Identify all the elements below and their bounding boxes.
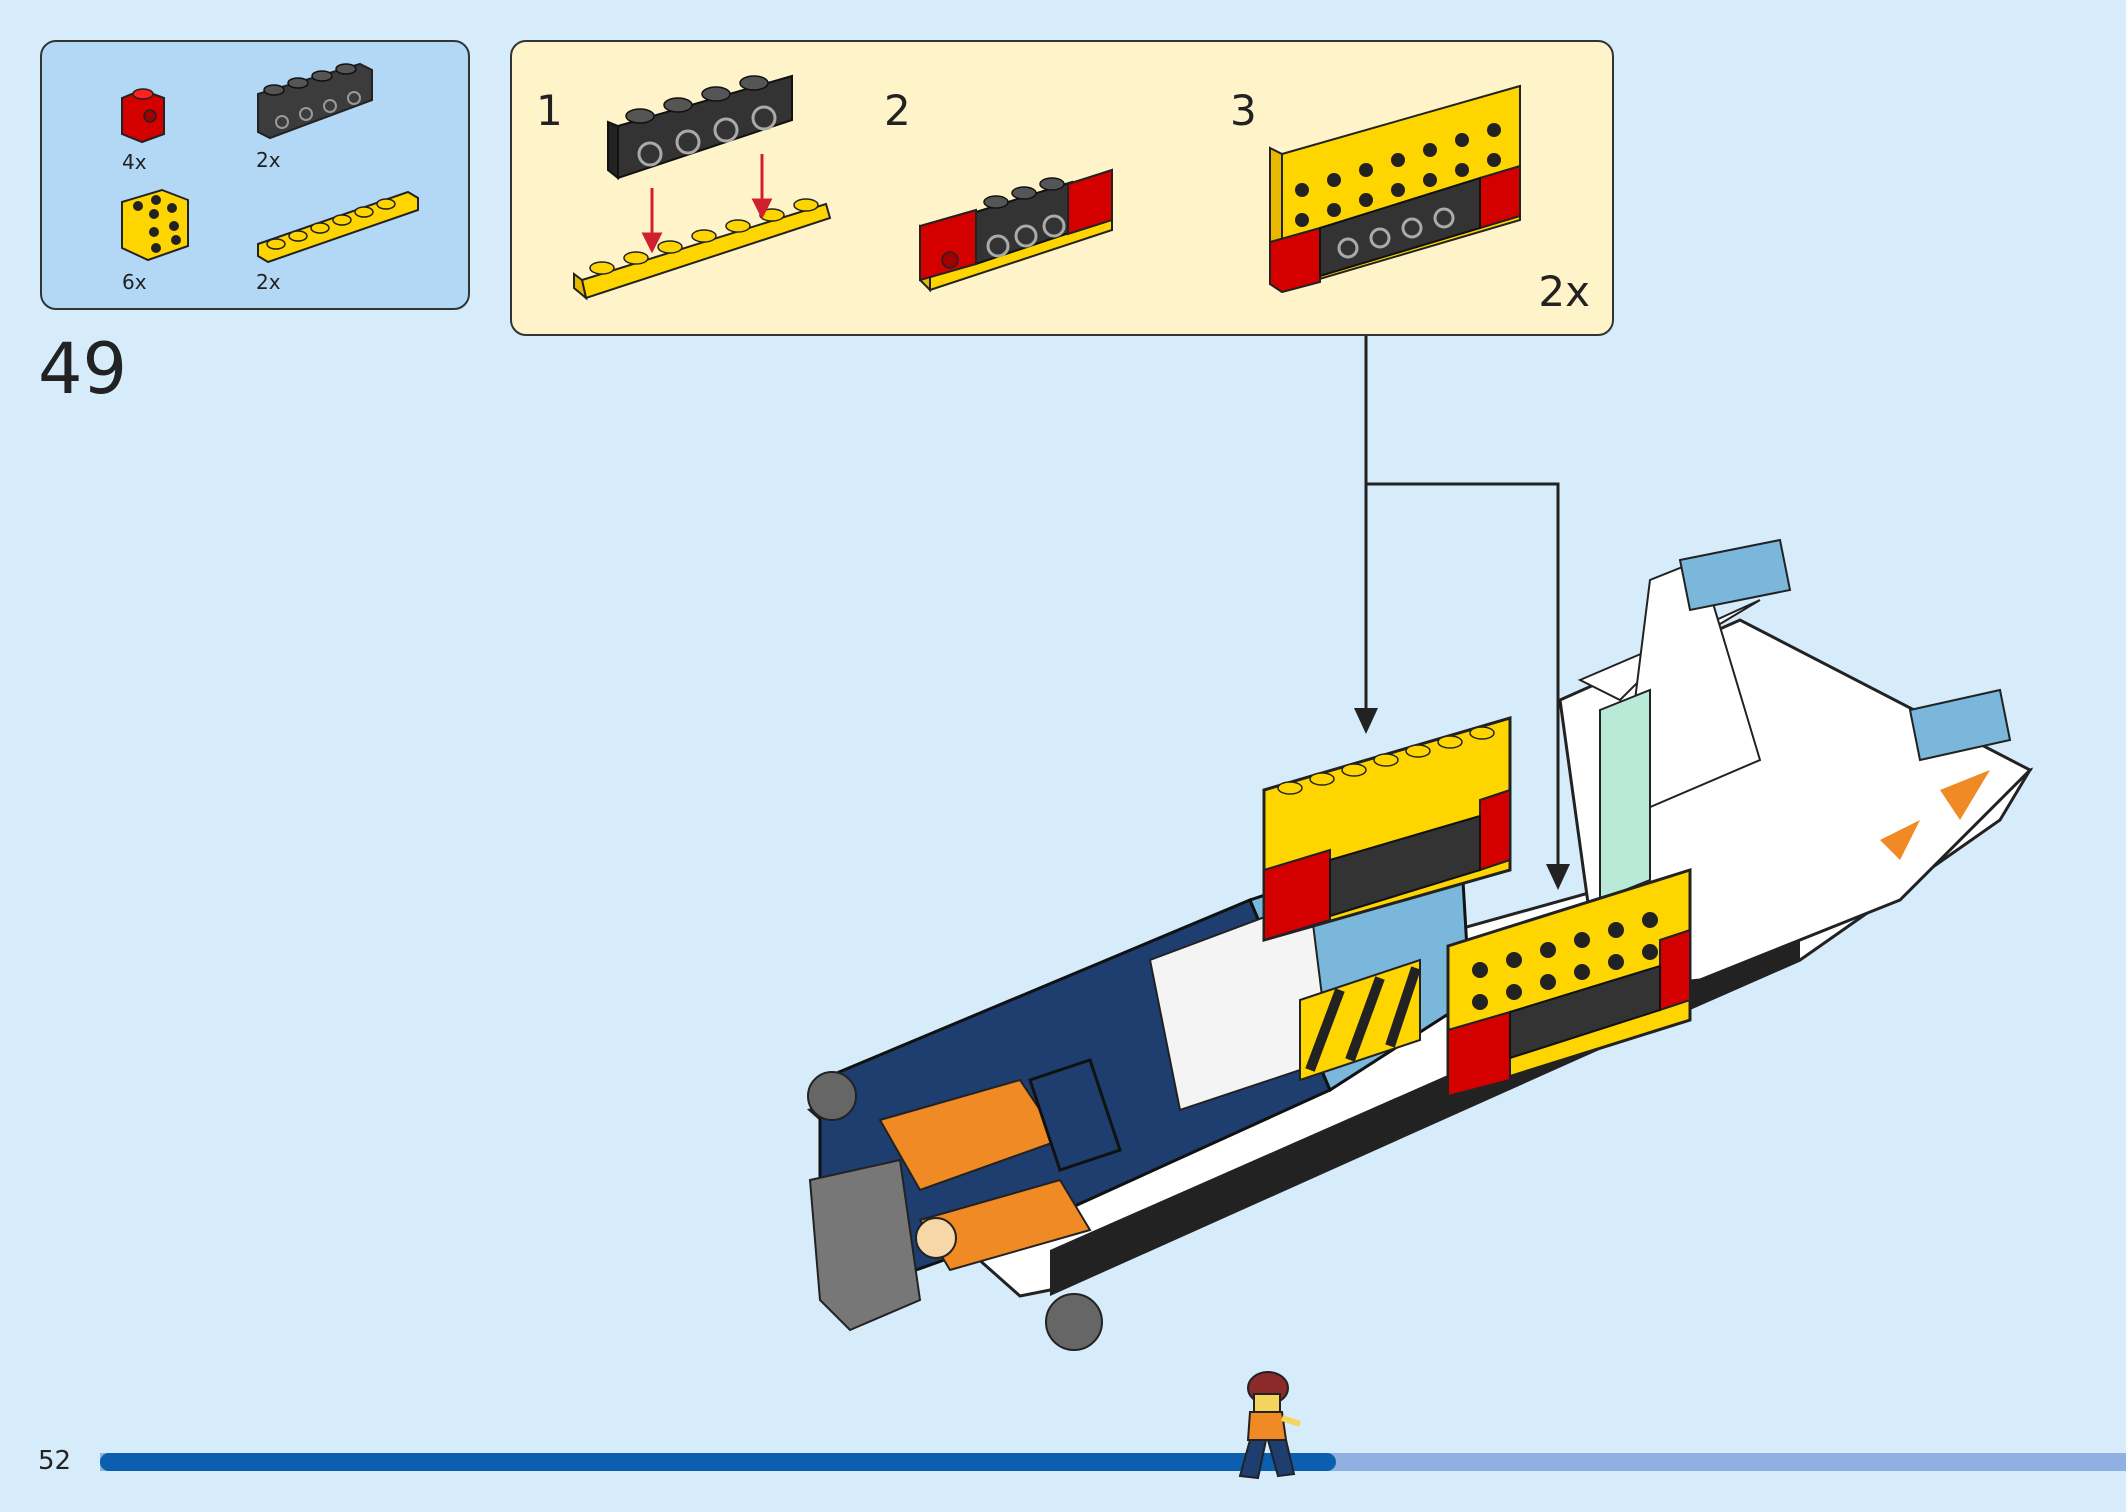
substep-2-illustration <box>919 168 1113 293</box>
parts-illustrations <box>121 62 419 264</box>
substeps-panel: 1 2 3 2x <box>510 40 1614 336</box>
repeat-count: 2x <box>1538 267 1590 316</box>
callout-lines <box>1364 336 1560 868</box>
red-arrow-icon <box>641 154 773 254</box>
yellow-wall-left <box>1262 715 1512 942</box>
callout-arrowhead-icon <box>1354 708 1570 890</box>
part-count-yellow-plate: 2x <box>256 270 281 294</box>
grey-1x4-brick-icon <box>257 62 373 140</box>
step-number: 49 <box>38 328 128 410</box>
part-count-yellow-brick: 6x <box>122 270 147 294</box>
page-number: 52 <box>38 1446 72 1476</box>
yellow-2x2-brick-icon <box>121 188 189 262</box>
yellow-wall-right <box>1299 867 1692 1099</box>
part-count-grey-brick: 2x <box>256 148 281 172</box>
red-1x1-brick-icon <box>121 88 165 144</box>
substep-label-1: 1 <box>536 86 563 135</box>
runner-minifigure-icon <box>1238 1371 1301 1480</box>
boat-stern <box>807 1058 1122 1351</box>
progress-bar <box>100 1453 2126 1471</box>
parts-list-panel: 4x 2x 6x 2x <box>40 40 470 310</box>
part-count-red-brick: 4x <box>122 150 147 174</box>
substep-label-2: 2 <box>884 86 911 135</box>
substep-label-3: 3 <box>1230 86 1257 135</box>
substep-1-illustration <box>573 74 832 301</box>
substep-3-illustration <box>1269 84 1521 294</box>
substep-illustrations <box>573 74 1521 301</box>
yellow-1x6-plate-icon <box>257 190 419 264</box>
